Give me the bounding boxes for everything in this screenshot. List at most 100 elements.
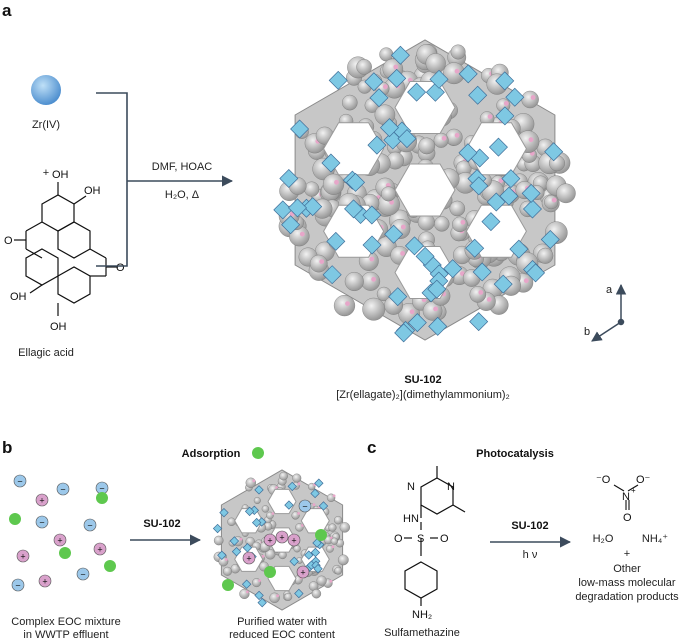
zr-polyhedron [273, 200, 293, 220]
cation-icon [38, 574, 52, 588]
framework-atom [322, 173, 345, 195]
zr-polyhedron [429, 69, 449, 89]
zr-polyhedron [289, 556, 299, 567]
framework-atom [521, 90, 539, 109]
zr-polyhedron [281, 215, 301, 235]
framework-atom [279, 471, 288, 481]
anion-icon [76, 567, 90, 581]
zr-polyhedron [254, 485, 264, 495]
product-other-1: Other [613, 563, 641, 575]
crystal-axes [591, 283, 627, 342]
zr-polyhedron [241, 579, 252, 589]
zr-polyhedron [488, 137, 508, 157]
hydrogen-atom [409, 309, 415, 315]
product-ammonium: NH₄⁺ [642, 533, 668, 545]
cation-icon [35, 493, 49, 507]
zr-polyhedron [244, 506, 255, 517]
atom-o-right: O [440, 533, 449, 545]
photocatalysis-reagent: SU-102 [511, 520, 548, 532]
oh-top-left: OH [52, 169, 69, 181]
framework-atom [334, 566, 343, 575]
anion-icon [83, 518, 97, 532]
hydrogen-atom [297, 482, 301, 486]
reaction-bracket [96, 92, 128, 267]
framework-atom [269, 592, 280, 603]
cation-icon [296, 565, 310, 579]
plus-sign: + [39, 496, 44, 506]
hydrogen-atom [400, 224, 406, 230]
framework-atom [344, 272, 364, 292]
zr-polyhedron [217, 550, 227, 560]
minus-sign: − [60, 485, 65, 495]
zr-polyhedron [294, 588, 304, 599]
framework-pore [394, 163, 456, 217]
zr-polyhedron [257, 597, 267, 608]
neutral-molecule-icon [252, 447, 264, 459]
zr-polyhedron [284, 500, 294, 510]
hydrogen-atom [460, 219, 466, 225]
framework-atom [341, 94, 358, 111]
framework-atom [334, 516, 343, 525]
zr-polyhedron [397, 129, 417, 149]
nitrate-plus: + [631, 486, 636, 495]
minus-sign: − [99, 484, 104, 494]
cation-icon [93, 542, 107, 556]
product-plus: + [624, 548, 630, 560]
zr-polyhedron [229, 536, 240, 546]
zr-polyhedron [346, 172, 366, 192]
zr-polyhedron [522, 199, 542, 219]
zr-polyhedron [407, 313, 427, 333]
zr-polyhedron [499, 186, 519, 206]
nitrate-o-bottom: O [623, 512, 632, 524]
zr-polyhedron [344, 199, 364, 219]
framework-atom [227, 517, 236, 526]
minus-sign: − [80, 570, 85, 580]
zr-polyhedron [369, 88, 389, 108]
nitrate-structure [613, 484, 639, 510]
zr-polyhedron [469, 312, 489, 332]
framework-atom [304, 181, 320, 197]
panel-a: a Zr(IV) + OH OH O O OH OH Ell [2, 1, 627, 401]
neutral-molecule-icon [104, 560, 116, 572]
framework-atom [245, 477, 257, 488]
zr-polyhedron [388, 287, 408, 307]
cation-icon [263, 533, 277, 547]
framework-atom [261, 505, 270, 513]
zr-polyhedron [314, 478, 324, 488]
atom-nh2: NH₂ [412, 609, 432, 621]
framework-atom [445, 128, 463, 146]
zr-polyhedron [505, 87, 525, 107]
framework-atom [425, 53, 446, 74]
minus-sign: − [15, 581, 20, 591]
hydrogen-atom [258, 579, 261, 582]
zr-polyhedron [384, 224, 404, 244]
zr-polyhedron [364, 72, 384, 92]
zr-polyhedron [509, 239, 529, 259]
hydrogen-atom [530, 95, 536, 100]
framework-atom [434, 216, 450, 232]
zr-polyhedron [251, 517, 262, 528]
neutral-molecule-icon [96, 492, 108, 504]
zr-polyhedron [469, 176, 489, 196]
ellagic-acid-label: Ellagic acid [18, 347, 74, 359]
atom-hn: HN [403, 513, 419, 525]
zr-polyhedron [495, 106, 515, 126]
zr-polyhedron [310, 488, 320, 499]
minus-sign: − [302, 502, 307, 512]
zr-polyhedron [321, 153, 341, 173]
framework-atom [356, 59, 372, 75]
hydrogen-atom [369, 256, 375, 262]
product-formula: [Zr(ellagate)₂](dimethylammonium)₂ [336, 389, 510, 401]
hydrogen-atom [441, 135, 447, 141]
adsorption-title: Adsorption [182, 448, 241, 460]
sulfamethazine-structure [404, 466, 466, 606]
ellagic-acid-structure [14, 182, 118, 316]
zr-label: Zr(IV) [32, 119, 60, 131]
atom-n-ring-2: N [407, 481, 415, 493]
zr-polyhedron [493, 274, 513, 294]
framework-atom [452, 216, 468, 233]
hydrogen-atom [487, 114, 493, 119]
framework-atom [333, 295, 356, 317]
hydrogen-atom [383, 84, 388, 90]
hydrogen-atom [400, 251, 405, 256]
